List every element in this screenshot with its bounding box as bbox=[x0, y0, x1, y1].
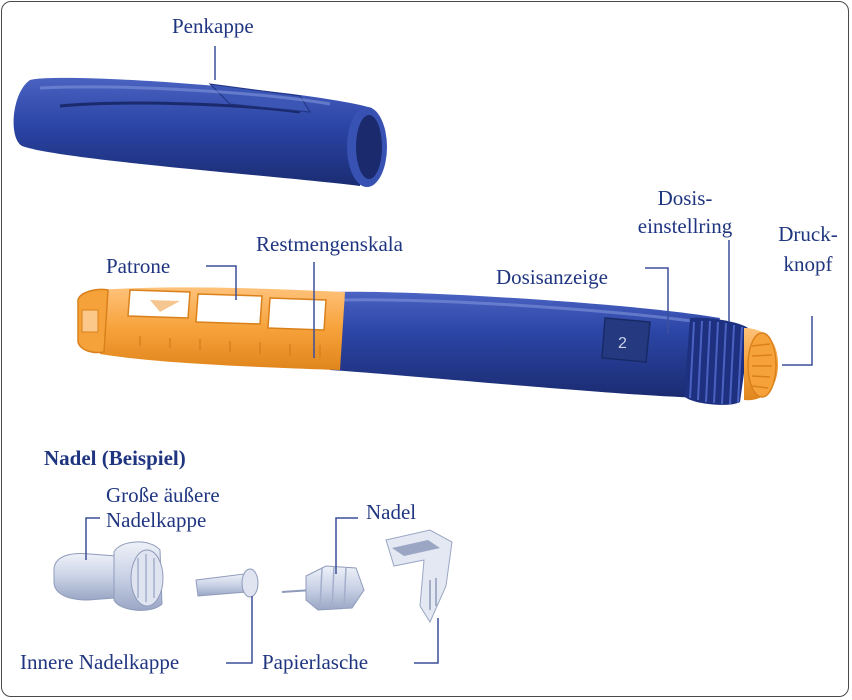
label-nadel: Nadel bbox=[366, 500, 416, 525]
pen-body: 2 bbox=[78, 287, 778, 404]
needle-outer-cap bbox=[54, 542, 163, 610]
label-grosse-nadelkappe-line1: Große äußere bbox=[106, 483, 220, 508]
needle-inner-cap bbox=[196, 569, 258, 597]
label-penkappe: Penkappe bbox=[172, 14, 254, 39]
label-grosse-nadelkappe-line2: Nadelkappe bbox=[106, 508, 206, 533]
pen-cap bbox=[14, 78, 387, 187]
paper-tab bbox=[386, 530, 452, 622]
label-dosisanzeige: Dosisanzeige bbox=[496, 265, 608, 290]
label-papierlasche: Papierlasche bbox=[262, 650, 368, 675]
svg-text:2: 2 bbox=[618, 335, 627, 352]
label-patrone: Patrone bbox=[106, 254, 170, 279]
label-dosiseinstellring-line2: einstellring bbox=[620, 214, 750, 239]
label-druckknopf-line2: knopf bbox=[770, 252, 846, 277]
label-dosiseinstellring-line1: Dosis- bbox=[630, 186, 740, 211]
needle-section-title: Nadel (Beispiel) bbox=[44, 446, 186, 471]
label-innere-nadelkappe: Innere Nadelkappe bbox=[20, 650, 179, 675]
needle-hub bbox=[282, 566, 364, 610]
label-druckknopf-line1: Druck- bbox=[770, 222, 846, 247]
label-restmengenskala: Restmengenskala bbox=[256, 232, 403, 257]
